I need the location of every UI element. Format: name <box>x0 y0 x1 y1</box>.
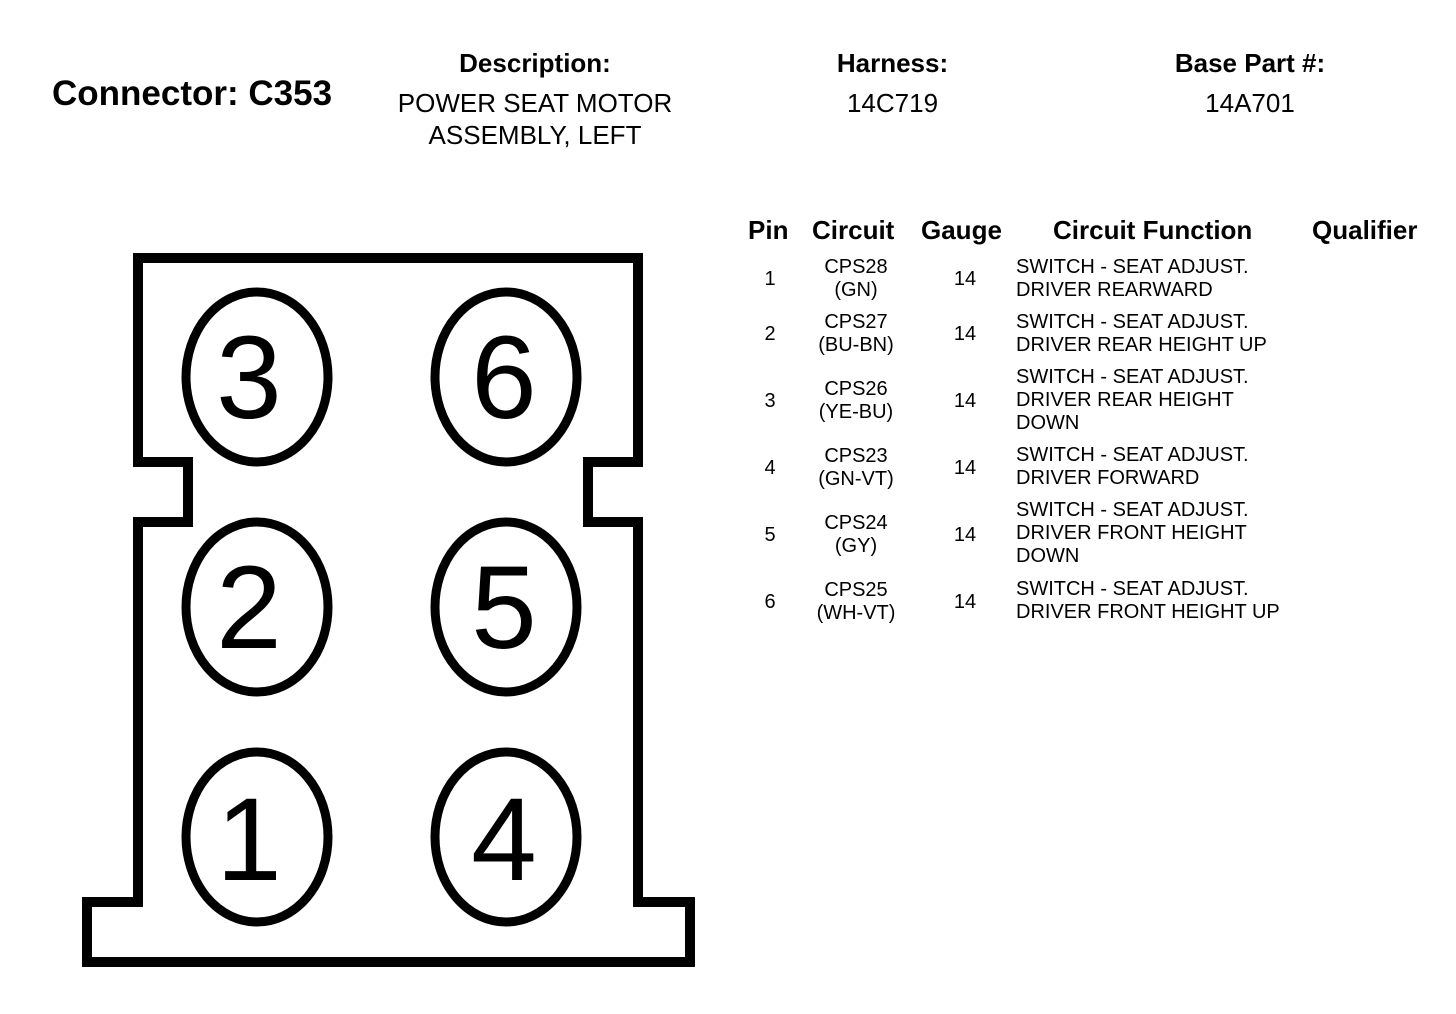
row-circuit: CPS28 (GN) <box>824 256 888 301</box>
row-circuit-function: SWITCH - SEAT ADJUST. DRIVER REARWARD <box>1016 256 1249 301</box>
connector-face-diagram: 3 6 2 5 1 4 <box>82 253 695 967</box>
harness-value: 14C719 <box>846 88 939 118</box>
row-gauge: 14 <box>953 323 977 345</box>
description-value: POWER SEAT MOTOR ASSEMBLY, LEFT <box>397 88 673 150</box>
column-header-circuit: Circuit <box>812 215 895 245</box>
harness-label: Harness: <box>836 48 949 78</box>
pin-cavity-5: 5 <box>430 517 582 697</box>
pin-label-2: 2 <box>216 542 282 674</box>
row-circuit: CPS26 (YE-BU) <box>818 378 894 423</box>
pin-cavity-3: 3 <box>181 287 333 467</box>
base-part-value: 14A701 <box>1205 88 1295 118</box>
connector-title: Connector: C353 <box>52 74 333 113</box>
base-part-label: Base Part #: <box>1174 48 1326 78</box>
row-gauge: 14 <box>953 591 977 613</box>
column-header-pin: Pin <box>748 215 789 245</box>
row-pin: 3 <box>764 390 776 412</box>
connector-housing-outline <box>82 253 695 967</box>
row-circuit: CPS25 (WH-VT) <box>816 579 896 624</box>
column-header-gauge: Gauge <box>921 215 1002 245</box>
row-gauge: 14 <box>953 268 977 290</box>
row-pin: 1 <box>764 268 776 290</box>
description-label: Description: <box>459 48 611 78</box>
row-circuit-function: SWITCH - SEAT ADJUST. DRIVER FRONT HEIGH… <box>1016 578 1280 623</box>
row-circuit-function: SWITCH - SEAT ADJUST. DRIVER FRONT HEIGH… <box>1016 499 1249 567</box>
pin-label-6: 6 <box>471 312 537 444</box>
pin-cavity-1: 1 <box>181 747 333 927</box>
row-circuit: CPS27 (BU-BN) <box>818 311 894 356</box>
pin-cavity-6: 6 <box>430 287 582 467</box>
pin-label-3: 3 <box>216 312 282 444</box>
row-pin: 5 <box>764 524 776 546</box>
row-pin: 2 <box>764 323 776 345</box>
pin-label-1: 1 <box>216 774 282 906</box>
row-circuit-function: SWITCH - SEAT ADJUST. DRIVER REAR HEIGHT… <box>1016 311 1267 356</box>
column-header-qualifier: Qualifier <box>1312 215 1418 245</box>
pin-cavity-4: 4 <box>430 747 582 927</box>
row-circuit-function: SWITCH - SEAT ADJUST. DRIVER REAR HEIGHT… <box>1016 366 1249 434</box>
row-gauge: 14 <box>953 524 977 546</box>
row-gauge: 14 <box>953 390 977 412</box>
row-circuit: CPS24 (GY) <box>824 512 888 557</box>
row-circuit: CPS23 (GN-VT) <box>818 445 894 490</box>
row-circuit-function: SWITCH - SEAT ADJUST. DRIVER FORWARD <box>1016 444 1249 489</box>
column-header-circuit-function: Circuit Function <box>1053 215 1253 245</box>
row-gauge: 14 <box>953 457 977 479</box>
row-pin: 4 <box>764 457 776 479</box>
pin-label-5: 5 <box>471 542 537 674</box>
pin-label-4: 4 <box>471 774 537 906</box>
pin-cavity-2: 2 <box>181 517 333 697</box>
row-pin: 6 <box>764 591 776 613</box>
